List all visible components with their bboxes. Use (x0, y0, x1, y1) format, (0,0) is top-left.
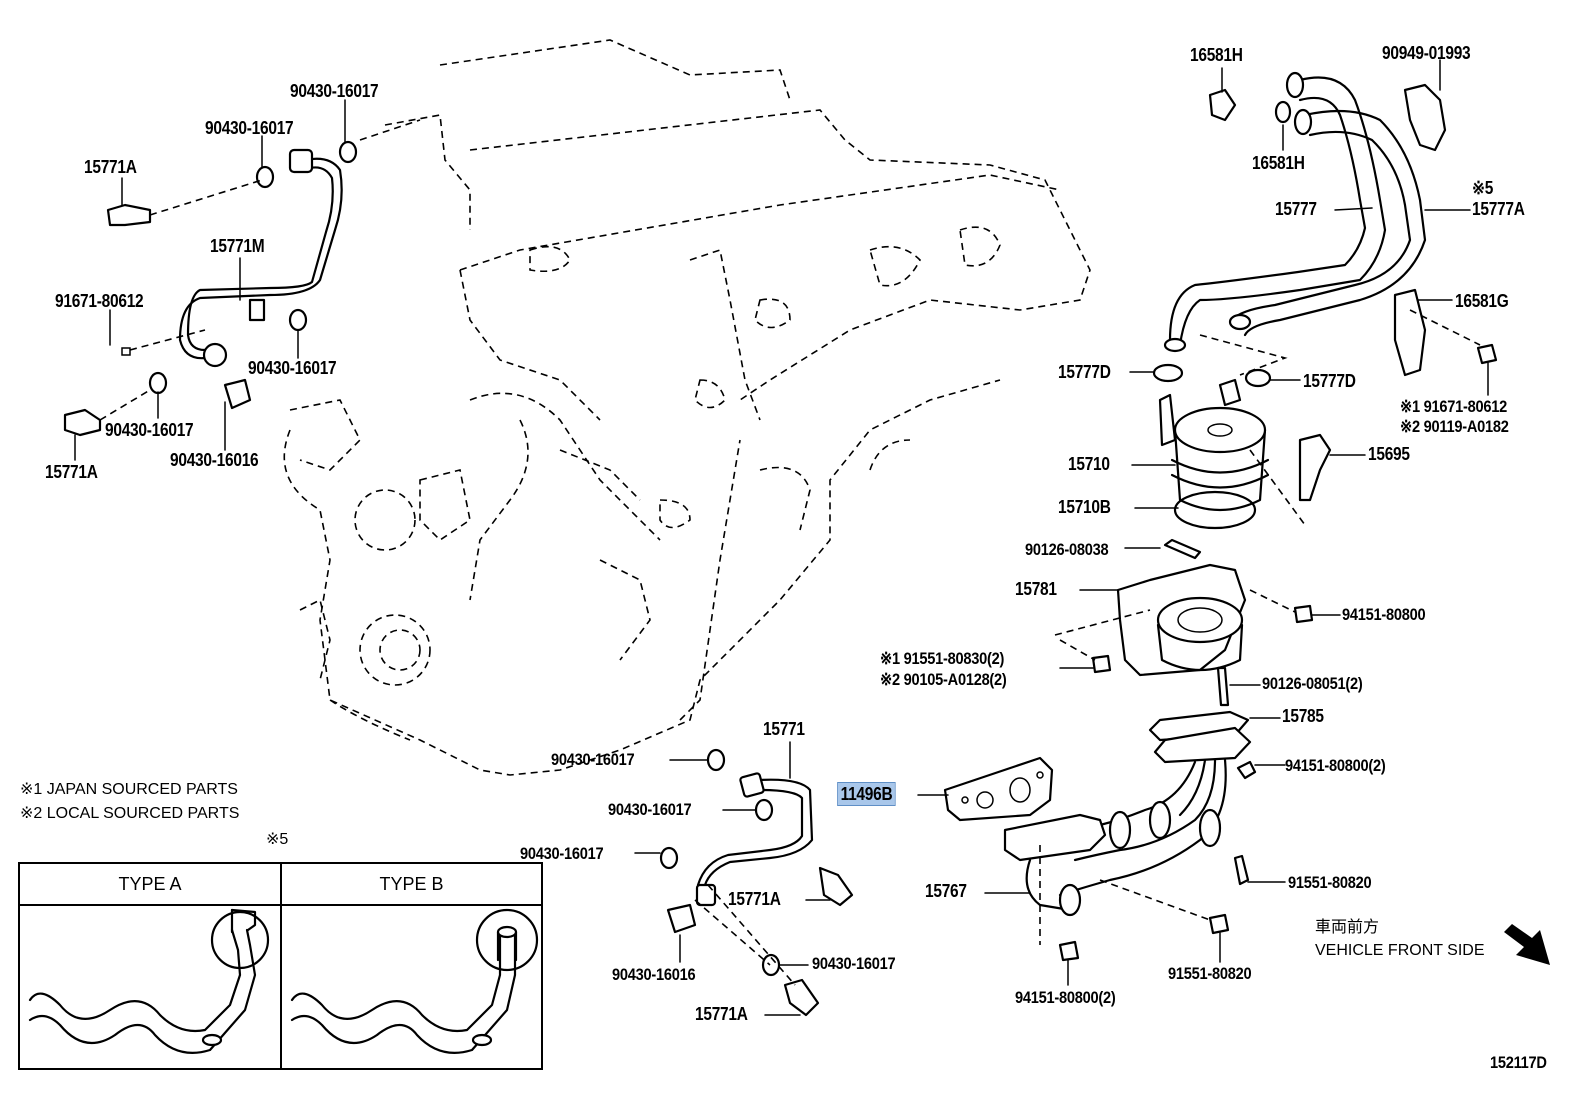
part-label-15781: 15781 (1015, 579, 1057, 599)
diagram-code: 152117D (1490, 1053, 1547, 1072)
part-label-15771A-bottom: 15771A (695, 1004, 748, 1024)
part-label-91671-80612-right: ※1 91671-80612 (1400, 397, 1508, 416)
note-local-sourced: ※2 LOCAL SOURCED PARTS (20, 805, 240, 822)
part-label-90430-16017-f: 90430-16017 (520, 844, 604, 863)
part-label-90430-16016-bottom: 90430-16016 (612, 965, 696, 984)
part-label-16581H-a: 16581H (1190, 45, 1243, 65)
part-label-90430-16017-b: 90430-16017 (248, 358, 337, 378)
bracket-15781 (1054, 538, 1341, 707)
oil-pipe-15771 (634, 439, 854, 1017)
part-label-15771A-mid: 15771A (728, 889, 781, 909)
hoses-15777 (1163, 59, 1498, 396)
mark-5-top: ※5 (1472, 178, 1494, 198)
part-label-15785: 15785 (1282, 706, 1324, 726)
part-label-15767: 15767 (925, 881, 967, 901)
part-label-15771: 15771 (763, 719, 805, 739)
front-arrow (1504, 924, 1550, 965)
part-label-15777A: 15777A (1472, 199, 1525, 219)
part-label-94151-80800-b: 94151-80800(2) (1285, 756, 1386, 775)
type-b-header: TYPE B (282, 864, 541, 906)
type-comparison-box: TYPE A TYPE B (18, 862, 543, 1070)
part-label-11496B-highlighted[interactable]: 11496B (837, 782, 896, 806)
part-label-15710: 15710 (1068, 454, 1110, 474)
note-japan-sourced: ※1 JAPAN SOURCED PARTS (20, 781, 238, 798)
part-label-90430-16017-e: 90430-16017 (608, 800, 692, 819)
part-label-15777: 15777 (1275, 199, 1317, 219)
part-label-90949-01993: 90949-01993 (1382, 43, 1471, 63)
part-label-16581G: 16581G (1455, 291, 1509, 311)
pipe-15771M-guide-lines (74, 99, 421, 461)
gasket-11496B (917, 756, 1054, 822)
part-label-91551-80820-b: 91551-80820 (1168, 964, 1252, 983)
part-label-91551-80830: ※1 91551-80830(2) (880, 649, 1005, 668)
part-label-94151-80800-a: 94151-80800 (1342, 605, 1426, 624)
part-label-90430-16017-d: 90430-16017 (551, 750, 635, 769)
part-label-90126-08051: 90126-08051(2) (1262, 674, 1363, 693)
part-label-90430-16017-top: 90430-16017 (290, 81, 379, 101)
type-a-hose (28, 908, 270, 1054)
part-label-15777D-right: 15777D (1303, 371, 1356, 391)
part-label-16581H-b: 16581H (1252, 153, 1305, 173)
part-label-90430-16017-a: 90430-16017 (205, 118, 294, 138)
part-label-94151-80800-c: 94151-80800(2) (1015, 988, 1116, 1007)
pipe-15767 (984, 710, 1286, 986)
engine-block-outline (283, 39, 1091, 776)
front-side-jp: 車両前方 (1315, 919, 1380, 936)
part-label-90105-A0128: ※2 90105-A0128(2) (880, 670, 1007, 689)
part-label-90430-16016-left: 90430-16016 (170, 450, 259, 470)
part-label-90126-08038: 90126-08038 (1025, 540, 1109, 559)
front-side-en: VEHICLE FRONT SIDE (1315, 942, 1485, 959)
part-label-91551-80820-a: 91551-80820 (1288, 873, 1372, 892)
part-label-90430-16017-g: 90430-16017 (812, 954, 896, 973)
type-divider (280, 864, 282, 1068)
part-label-15771A-left: 15771A (45, 462, 98, 482)
part-label-15695: 15695 (1368, 444, 1410, 464)
oil-pipe-15771M (63, 140, 358, 437)
type-a-header: TYPE A (20, 864, 280, 906)
part-label-91671-80612-left: 91671-80612 (55, 291, 144, 311)
part-label-15777D-left: 15777D (1058, 362, 1111, 382)
part-label-90430-16017-c: 90430-16017 (105, 420, 194, 440)
oil-cooler-15710 (1129, 363, 1366, 530)
part-label-90119-A0182: ※2 90119-A0182 (1400, 417, 1509, 436)
note-mark-5: ※5 (266, 831, 289, 848)
type-b-hose (290, 908, 539, 1054)
part-label-15710B: 15710B (1058, 497, 1111, 517)
part-label-15771A-top: 15771A (84, 157, 137, 177)
part-label-15771M: 15771M (210, 236, 265, 256)
